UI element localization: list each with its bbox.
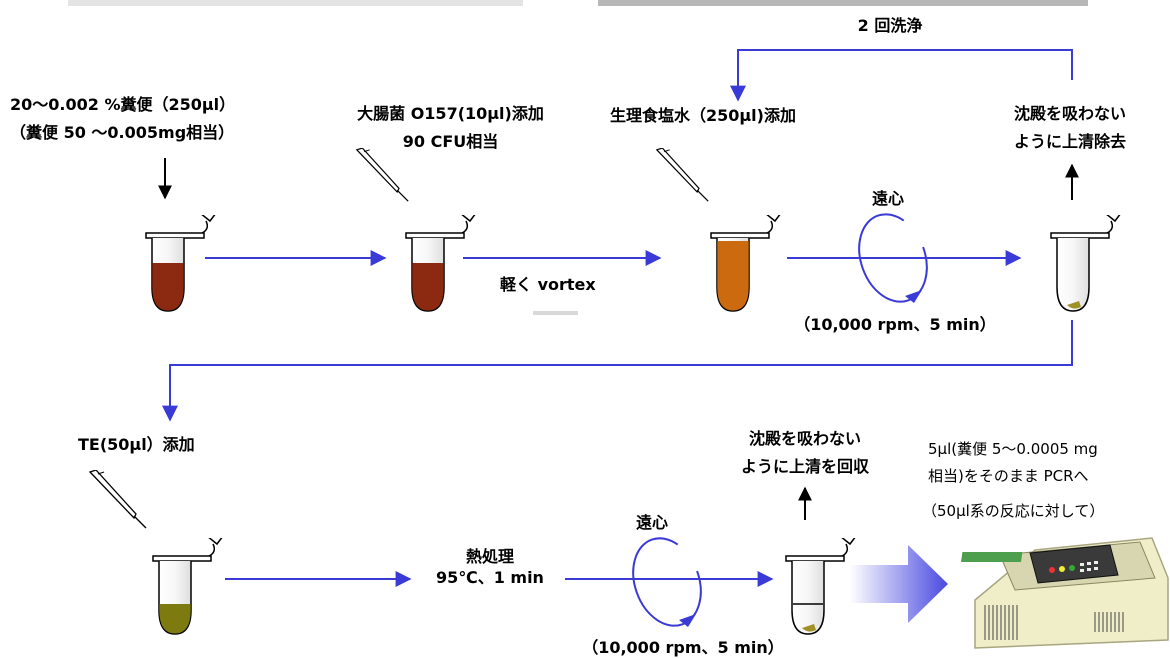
tube-te (152, 538, 227, 635)
te-label: TE(50μl）添加 (78, 435, 195, 454)
centrifuge2-conditions: （10,000 rpm、5 min） (582, 638, 784, 657)
collect-sup-line1: 沈殿を吸わない (748, 429, 861, 448)
centrifuge1-label: 遠心 (871, 189, 904, 208)
pcr-label-line3: （50μl系の反応に対して） (922, 502, 1105, 520)
pcr-label-line2: 相当)をそのまま PCRへ (928, 467, 1089, 485)
wash-loop-arrow (730, 49, 1073, 102)
fecal-ecoli-liquid (412, 263, 444, 311)
header-bar-left (68, 0, 523, 6)
pcr-label-line1: 5μl(糞便 5～0.0005 mg (928, 440, 1098, 458)
saline-liquid (717, 241, 749, 311)
rotation-icon-2 (632, 537, 702, 627)
tube-saline (710, 215, 785, 312)
wash-label: 2 回洗浄 (857, 16, 923, 35)
tube-ecoli (405, 215, 480, 312)
rotation-icon-1 (858, 213, 928, 303)
to-pcr-big-arrow (850, 545, 948, 623)
remove-sup-line2: ように上清除去 (1013, 132, 1126, 151)
centrifuge2-label: 遠心 (635, 513, 668, 532)
ecoli-label-line2: 90 CFU相当 (402, 132, 499, 151)
pellet (1067, 301, 1081, 309)
tube-fecal (145, 215, 220, 312)
saline-label: 生理食塩水（250μl)添加 (610, 106, 796, 125)
heat-label: 熱処理 (465, 547, 514, 566)
remove-sup-line1: 沈殿を吸わない (1013, 104, 1126, 123)
header-bar-right (598, 0, 1088, 6)
fecal-label-line2: （糞便 50 ～0.005mg相当） (10, 123, 235, 142)
heat-conditions: 95℃、1 min (436, 568, 544, 587)
row-connector-arrow (162, 320, 1073, 422)
pipette-te (89, 470, 147, 529)
collect-sup-line2: ように上清を回収 (740, 457, 869, 476)
ecoli-label-line1: 大腸菌 O157(10μl)添加 (357, 104, 544, 123)
pipette-ecoli (356, 148, 409, 202)
pcr-machine-icon (961, 537, 1169, 649)
vortex-label: 軽く vortex (500, 275, 596, 294)
pipette-saline (656, 148, 709, 202)
pellet-2 (802, 624, 816, 632)
tube-pellet (1050, 215, 1125, 312)
fecal-liquid (152, 263, 184, 311)
tube-supernatant (785, 538, 860, 635)
vortex-underline (533, 311, 578, 315)
centrifuge1-conditions: （10,000 rpm、5 min） (794, 315, 996, 334)
fecal-label-line1: 20～0.002 %糞便（250μl） (10, 95, 236, 114)
te-liquid (159, 604, 191, 634)
